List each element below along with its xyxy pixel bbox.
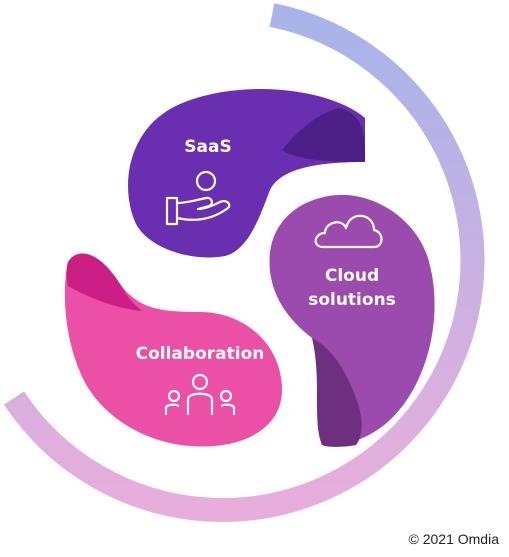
cloud-petal — [269, 194, 435, 446]
segment-cloud: Cloud solutions — [269, 194, 435, 447]
segment-saas: SaaS — [128, 89, 366, 258]
copyright-text: © 2021 Omdia — [408, 531, 499, 547]
segment-collaboration: Collaboration — [64, 253, 282, 447]
people-group-icon — [164, 373, 236, 416]
hand-person-icon — [165, 170, 231, 226]
collaboration-label: Collaboration — [136, 344, 265, 364]
cloud-petal-accent — [312, 338, 362, 447]
cloud-icon — [314, 214, 383, 249]
cloud-label-line2: solutions — [308, 290, 396, 310]
saas-petal-accent — [282, 108, 366, 162]
saas-label: SaaS — [184, 137, 231, 157]
cloud-label-line1: Cloud — [325, 266, 379, 286]
collaboration-petal-accent — [66, 253, 142, 311]
outer-ring-arc — [4, 3, 485, 523]
